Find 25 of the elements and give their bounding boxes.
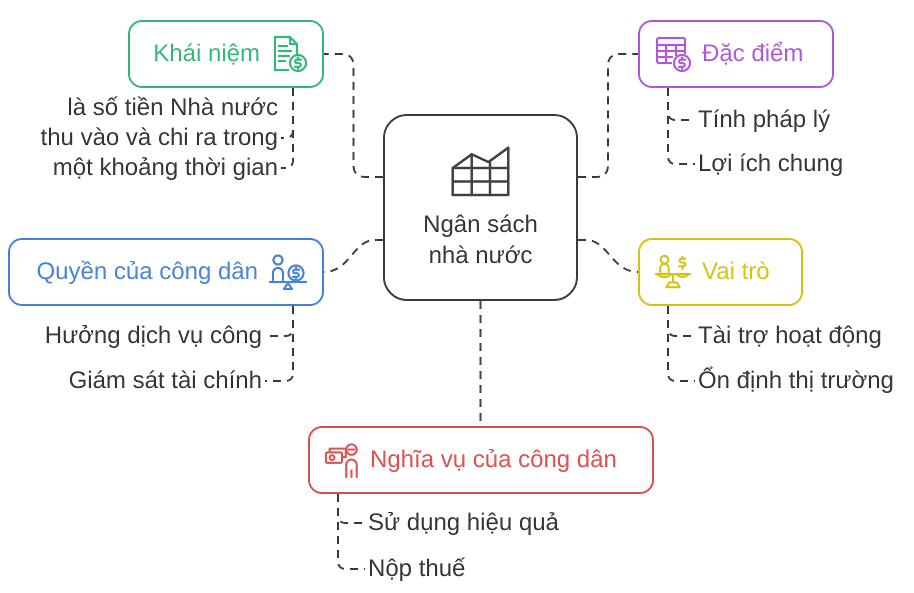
item-text: Tài trợ hoạt động	[698, 322, 882, 350]
dashed-connector	[324, 53, 383, 178]
item-text: Sử dụng hiệu quả	[368, 509, 559, 537]
item-text: Lợi ích chung	[698, 150, 844, 178]
dashed-connector	[578, 239, 638, 273]
branch-topic-box	[638, 20, 834, 88]
branch-title: Khái niệm	[153, 39, 260, 69]
branch-title: Quyền của công dân	[36, 257, 258, 287]
branch-topic-box	[8, 238, 324, 306]
item-text: Nộp thuế	[368, 555, 466, 583]
item-text: Tính pháp lý	[698, 106, 830, 134]
item-text: Giám sát tài chính	[68, 367, 262, 395]
description-text: là số tiền Nhà nước thu vào và chi ra trong một khoảng thời gian	[36, 93, 278, 183]
central-topic-box	[383, 114, 578, 301]
branch-topic-box	[128, 20, 324, 88]
branch-topic-box	[638, 238, 803, 306]
branch-topic-box	[308, 426, 654, 494]
branch-title: Vai trò	[702, 257, 770, 287]
branch-title: Nghĩa vụ của công dân	[370, 445, 617, 475]
item-text: Hưởng dịch vụ công	[44, 322, 262, 350]
dashed-connector	[324, 239, 383, 273]
item-text: Ổn định thị trường	[698, 367, 894, 395]
dashed-connector	[578, 53, 638, 178]
topic-title: Ngân sách nhà nước	[422, 210, 539, 270]
branch-title: Đặc điểm	[702, 39, 804, 69]
